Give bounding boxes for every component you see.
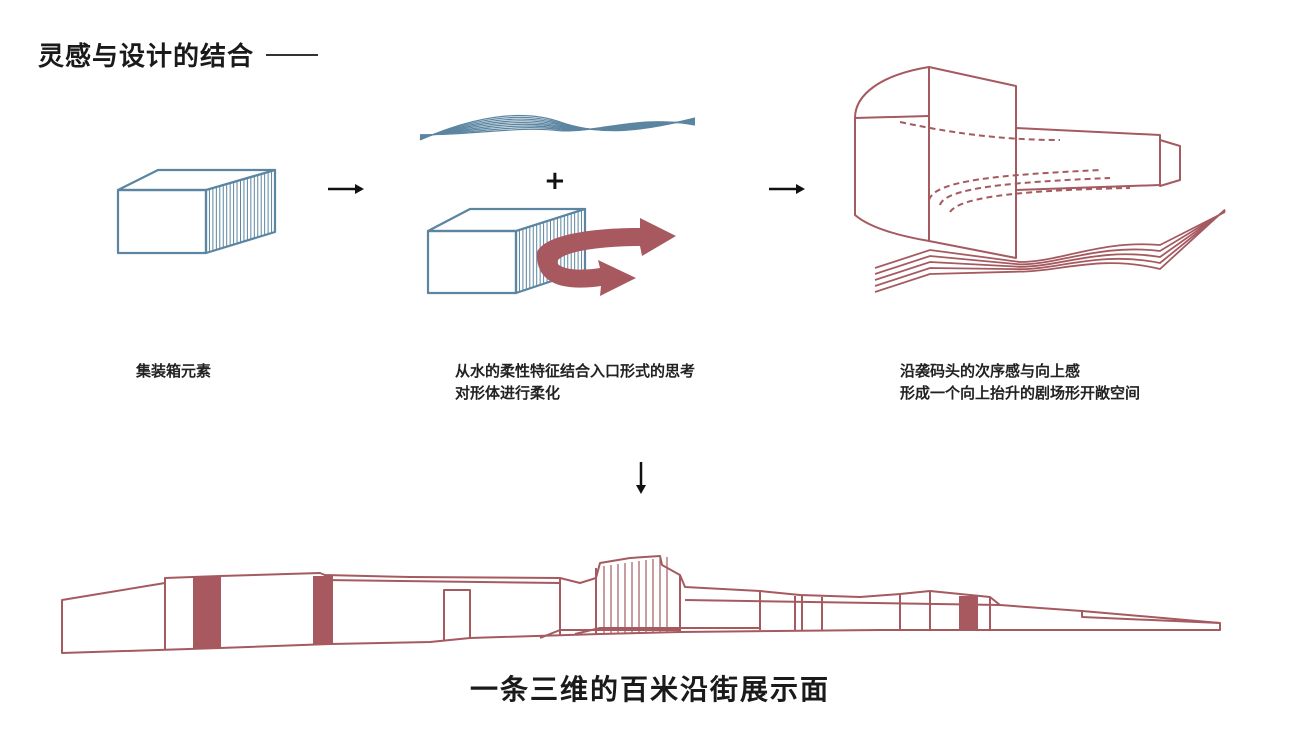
diagram-title: 灵感与设计的结合 — [38, 42, 255, 72]
step2-caption: 从水的柔性特征结合入口形式的思考 对形体进行柔化 — [455, 360, 695, 404]
step3-caption-line: 沿袭码头的次序感与向上感 — [900, 362, 1081, 380]
step2-caption-line: 从水的柔性特征结合入口形式的思考 — [455, 362, 696, 380]
curved-arrow-icon — [536, 218, 676, 296]
step3-caption-line: 形成一个向上抬升的剧场形开敞空间 — [900, 384, 1141, 402]
step3-caption: 沿袭码头的次序感与向上感 形成一个向上抬升的剧场形开敞空间 — [900, 360, 1140, 404]
plus-icon: + — [544, 166, 566, 196]
step1-caption: 集装箱元素 — [136, 360, 211, 382]
step2-caption-line: 对形体进行柔化 — [455, 384, 561, 402]
result-caption: 一条三维的百米沿街展示面 — [469, 673, 830, 706]
step1-caption-line: 集装箱元素 — [136, 362, 212, 380]
title-rule — [266, 54, 318, 56]
